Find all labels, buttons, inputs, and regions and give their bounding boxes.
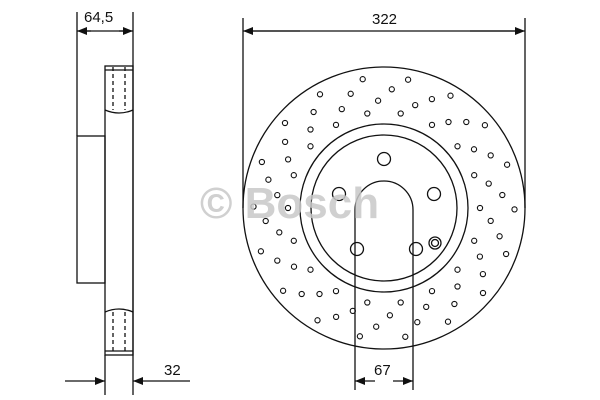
- drill-hole: [290, 263, 298, 270]
- label-67: 67: [374, 362, 391, 379]
- friction-ring-inner: [299, 123, 469, 293]
- drill-hole: [274, 257, 281, 264]
- drill-hole: [258, 158, 266, 166]
- drill-hole: [423, 303, 430, 311]
- drill-hole: [257, 248, 265, 255]
- drill-hole: [511, 206, 518, 213]
- drill-hole: [454, 266, 461, 273]
- drill-hole: [476, 204, 484, 212]
- bolt-hole: [426, 186, 442, 202]
- drill-hole: [428, 287, 436, 295]
- drill-hole: [503, 161, 511, 168]
- dimension-67: [354, 210, 414, 390]
- drill-hole: [279, 287, 287, 294]
- bolt-hole: [376, 151, 392, 167]
- drill-hole: [397, 110, 404, 117]
- drill-hole: [454, 143, 461, 150]
- drill-hole: [447, 92, 454, 99]
- drill-hole: [332, 313, 340, 321]
- drill-hole: [316, 91, 324, 98]
- drill-hole: [314, 317, 321, 324]
- drill-hole: [307, 266, 314, 273]
- drill-hole: [374, 97, 382, 104]
- hat-edge: [310, 134, 458, 282]
- drill-hole: [444, 318, 452, 325]
- drill-hole: [388, 86, 395, 93]
- drill-hole: [332, 287, 340, 295]
- drill-hole: [307, 126, 314, 133]
- drill-hole: [476, 253, 484, 260]
- label-64-5: 64,5: [84, 9, 113, 26]
- drill-hole: [479, 270, 487, 278]
- bosch-watermark: © Bosch: [200, 179, 379, 228]
- bolt-hole: [349, 241, 365, 257]
- drill-hole: [428, 95, 436, 103]
- drill-hole: [414, 319, 421, 326]
- drill-hole: [499, 191, 506, 199]
- drill-hole: [386, 312, 394, 319]
- drill-hole: [487, 152, 494, 159]
- label-32: 32: [164, 362, 181, 379]
- drill-hole: [428, 121, 436, 129]
- drill-hole: [373, 323, 380, 330]
- drill-hole: [502, 250, 510, 258]
- drill-hole: [359, 76, 366, 83]
- drill-hole: [454, 283, 461, 290]
- drill-hole: [290, 237, 297, 244]
- drill-hole: [265, 176, 272, 183]
- drill-hole: [463, 118, 470, 126]
- drill-hole: [284, 204, 292, 212]
- locating-hole: [428, 236, 442, 250]
- drill-hole: [412, 101, 419, 109]
- drill-hole: [402, 333, 409, 340]
- dimension-322: [242, 18, 526, 208]
- drill-hole: [332, 121, 340, 129]
- drill-hole: [470, 146, 478, 153]
- drill-hole: [276, 229, 283, 236]
- drill-hole: [485, 180, 492, 187]
- drill-hole: [397, 299, 404, 306]
- drill-hole: [445, 118, 452, 126]
- drill-hole: [262, 217, 269, 225]
- drill-hole: [479, 289, 487, 297]
- bolt-hole: [408, 241, 424, 257]
- side-view: [76, 12, 134, 395]
- center-bore: [354, 180, 414, 211]
- drill-hole: [284, 156, 292, 163]
- drill-hole: [364, 110, 371, 117]
- drill-hole: [451, 300, 458, 308]
- drill-hole: [281, 138, 289, 146]
- bolt-hole: [331, 186, 347, 202]
- drill-hole: [481, 122, 489, 129]
- drill-hole: [338, 105, 345, 113]
- drill-hole: [274, 191, 281, 199]
- label-322: 322: [372, 11, 397, 28]
- drill-hole: [316, 290, 323, 298]
- drill-hole: [404, 76, 412, 83]
- drill-hole: [281, 119, 289, 127]
- drill-hole: [307, 143, 314, 150]
- drill-hole: [250, 203, 257, 210]
- drill-hole: [298, 290, 305, 298]
- drill-hole: [347, 90, 354, 97]
- drill-hole: [487, 217, 494, 225]
- drill-hole: [364, 299, 371, 306]
- drill-hole: [290, 172, 297, 179]
- drill-hole: [471, 172, 478, 179]
- drill-hole: [356, 333, 364, 340]
- drill-hole: [496, 233, 503, 240]
- drill-hole: [471, 237, 478, 244]
- drill-hole: [310, 108, 317, 116]
